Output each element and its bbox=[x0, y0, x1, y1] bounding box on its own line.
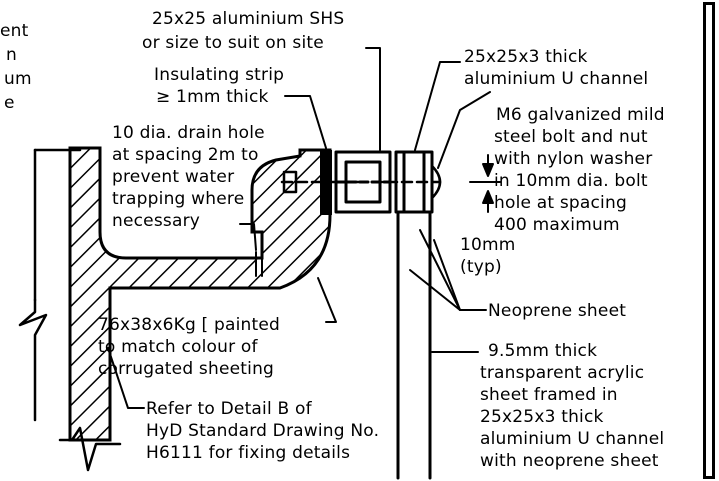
dimension-label-1: 10mm bbox=[460, 235, 516, 255]
bolt-label-4: in 10mm dia. bolt bbox=[494, 171, 648, 191]
cut-text-2: n bbox=[6, 45, 17, 65]
channel-break-line bbox=[58, 426, 122, 472]
u-channel-label-1: 25x25x3 thick bbox=[464, 47, 588, 67]
channel-label-3: corrugated sheeting bbox=[98, 359, 274, 379]
bolt-label-3: with nylon washer bbox=[494, 149, 652, 169]
leader-lines bbox=[107, 47, 491, 409]
c-channel-section bbox=[68, 146, 332, 442]
channel-label-1: 76x38x6Kg [ painted bbox=[98, 315, 280, 335]
cut-text-3: um bbox=[4, 69, 32, 89]
refer-label-1: Refer to Detail B of bbox=[146, 399, 313, 419]
acrylic-label-5: aluminium U channel bbox=[480, 429, 664, 449]
u-channel-label-2: aluminium U channel bbox=[464, 69, 648, 89]
refer-label-2: HyD Standard Drawing No. bbox=[146, 421, 379, 441]
acrylic-label-3: sheet framed in bbox=[480, 385, 618, 405]
dimension-label-2: (typ) bbox=[460, 257, 502, 277]
shs-label-2: or size to suit on site bbox=[142, 33, 324, 53]
cut-text-1: ent bbox=[0, 21, 29, 41]
bolt-label-6: 400 maximum bbox=[494, 215, 620, 235]
insulating-label-1: Insulating strip bbox=[154, 65, 284, 85]
sheet-border-inner bbox=[706, 5, 712, 476]
annotations: ent n um e 25x25 aluminium SHS or size t… bbox=[0, 9, 665, 471]
bolt-label-1: M6 galvanized mild bbox=[496, 105, 665, 125]
cut-text-4: e bbox=[4, 93, 15, 113]
dimension-10mm bbox=[469, 154, 501, 213]
drain-hole bbox=[255, 251, 263, 277]
drain-label-2: at spacing 2m to bbox=[112, 145, 259, 165]
drain-label-4: trapping where bbox=[112, 189, 244, 209]
bolt bbox=[280, 164, 442, 200]
acrylic-sheet bbox=[396, 210, 432, 480]
bolt-label-2: steel bolt and nut bbox=[494, 127, 648, 147]
acrylic-label-2: transparent acrylic bbox=[480, 363, 644, 383]
neoprene-label: Neoprene sheet bbox=[488, 301, 626, 321]
drain-label-5: necessary bbox=[112, 211, 200, 231]
channel-label-2: to match colour of bbox=[98, 337, 258, 357]
refer-label-3: H6111 for fixing details bbox=[146, 443, 350, 463]
drain-label-3: prevent water bbox=[112, 167, 234, 187]
shs-label-1: 25x25 aluminium SHS bbox=[152, 9, 344, 29]
drain-label-1: 10 dia. drain hole bbox=[112, 123, 265, 143]
insulating-label-2: ≥ 1mm thick bbox=[156, 87, 269, 107]
acrylic-label-4: 25x25x3 thick bbox=[480, 407, 604, 427]
bolt-label-5: hole at spacing bbox=[494, 193, 627, 213]
acrylic-label-1: 9.5mm thick bbox=[488, 341, 597, 361]
acrylic-label-6: with neoprene sheet bbox=[480, 451, 659, 471]
